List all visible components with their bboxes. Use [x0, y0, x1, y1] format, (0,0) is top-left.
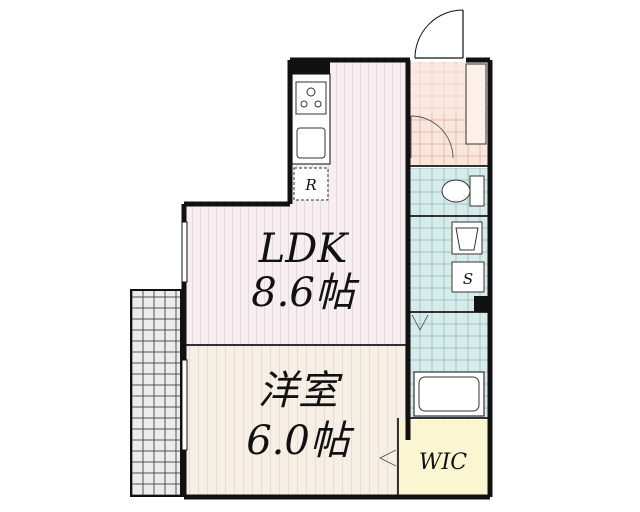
interior-walls: [186, 165, 488, 495]
bathtub-icon: [413, 371, 485, 417]
kitchen-counter: [291, 73, 331, 165]
sink-icon: [296, 127, 326, 159]
balcony: [130, 289, 182, 497]
western-size: 6.0帖: [246, 418, 355, 464]
wic-label: WIC: [419, 450, 467, 475]
ldk-name: LDK: [258, 226, 350, 272]
fridge-label: R: [304, 176, 316, 194]
ldk-size: 8.6帖: [251, 270, 360, 316]
shoebox-storage: S: [451, 261, 485, 293]
stove-icon: [295, 81, 327, 115]
storage-label: S: [463, 270, 473, 288]
fridge-space: R: [293, 167, 329, 201]
walk-in-closet: [398, 420, 488, 495]
door-swing-icon: [414, 9, 464, 59]
washbasin-icon: [451, 221, 483, 255]
wall-column: [474, 296, 488, 312]
toilet-icon: [441, 175, 485, 207]
western-name: 洋室: [258, 368, 343, 414]
wall-column: [290, 60, 330, 74]
entrance: [408, 62, 488, 166]
wall-openings: [379, 314, 429, 467]
outer-walls: [181, 57, 493, 500]
ldk-room: [186, 62, 408, 345]
windows: [181, 221, 188, 451]
door-swing-icon: [410, 115, 454, 159]
western-room: [186, 345, 408, 495]
